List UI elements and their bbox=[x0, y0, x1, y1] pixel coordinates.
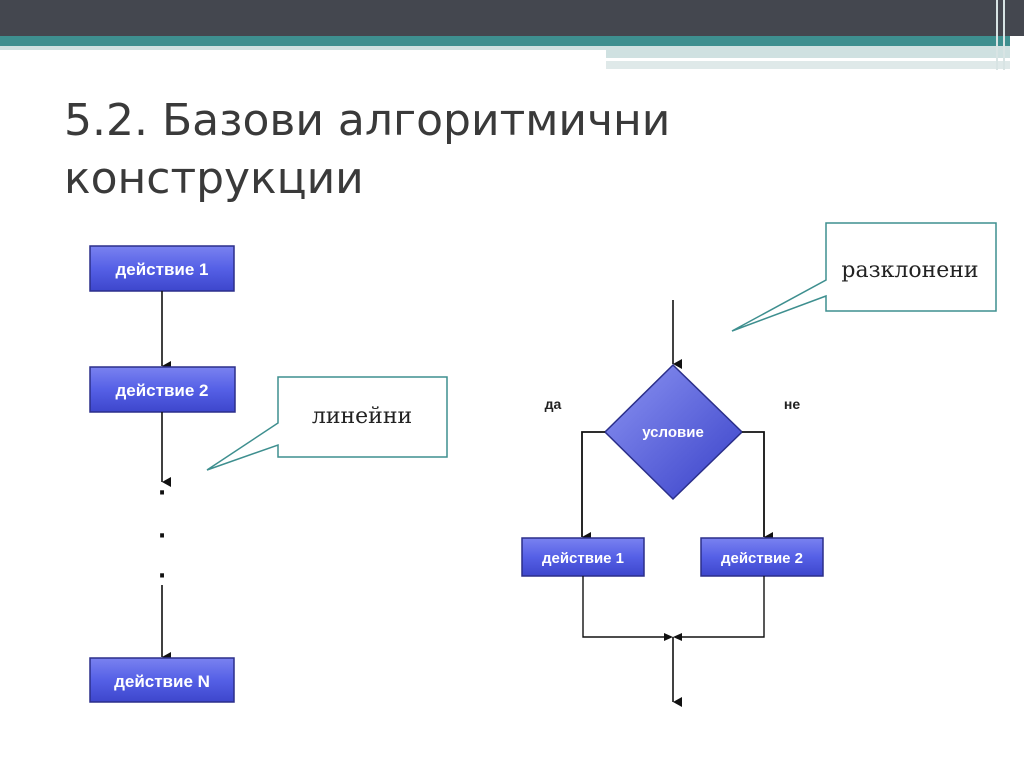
merge-line-right bbox=[682, 576, 765, 638]
ellipsis-dot: · bbox=[158, 524, 166, 549]
linear-step-1-label: действие 1 bbox=[115, 260, 208, 279]
title-line-2: конструкции bbox=[64, 153, 364, 204]
decor-stripe bbox=[996, 0, 998, 70]
callout-linear-text: линейни bbox=[312, 404, 412, 429]
no-label: не bbox=[784, 396, 800, 412]
merge-line-left bbox=[582, 576, 666, 638]
condition-label: условие bbox=[642, 424, 704, 441]
branch-action-1: действие 1 bbox=[521, 537, 645, 577]
condition-diamond: условие bbox=[603, 363, 744, 501]
linear-step-n: действие N bbox=[89, 657, 235, 703]
branch-action-2: действие 2 bbox=[700, 537, 824, 577]
callout-branching-text: разклонени bbox=[841, 258, 978, 283]
decor-stripe bbox=[1003, 0, 1005, 70]
title-line-1: 5.2. Базови алгоритмични bbox=[64, 95, 671, 146]
arrow-yes bbox=[581, 431, 605, 542]
callout-linear: линейни bbox=[206, 376, 448, 471]
yes-label: да bbox=[545, 396, 562, 412]
ellipsis-dot: · bbox=[158, 564, 166, 589]
callout-branching: разклонени bbox=[731, 222, 997, 332]
merge-arrowhead bbox=[664, 633, 673, 641]
linear-step-n-label: действие N bbox=[114, 672, 210, 691]
slide-accent-bar-light bbox=[0, 46, 1010, 50]
branch-action-1-label: действие 1 bbox=[542, 550, 624, 567]
branch-action-2-label: действие 2 bbox=[721, 550, 803, 567]
decor-stripe bbox=[1010, 0, 1012, 36]
slide-accent-bar bbox=[0, 36, 1010, 46]
ellipsis-dot: · bbox=[158, 481, 166, 506]
linear-step-2-label: действие 2 bbox=[115, 381, 208, 400]
linear-step-2: действие 2 bbox=[89, 366, 236, 413]
decor-line-lower bbox=[606, 61, 1010, 69]
slide-title: 5.2. Базови алгоритмични конструкции bbox=[64, 92, 764, 208]
merge-arrowhead bbox=[673, 633, 682, 641]
decor-line-upper bbox=[606, 50, 1010, 58]
branching-flow: условие да не действие 1 действие 2 bbox=[521, 300, 824, 707]
linear-step-1: действие 1 bbox=[89, 245, 235, 292]
linear-flow: действие 1 действие 2 · · · действие N bbox=[89, 245, 236, 703]
slide-top-bar bbox=[0, 0, 1024, 36]
arrow-no bbox=[742, 431, 773, 542]
